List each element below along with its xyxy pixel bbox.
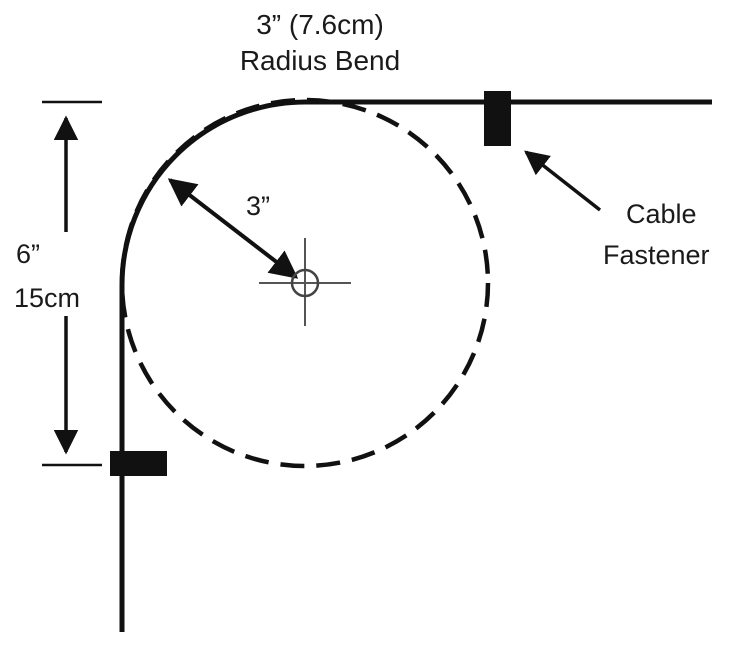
center-crosshair-icon — [259, 238, 351, 326]
cable-fastener-top — [484, 91, 511, 146]
fastener-label-line1: Cable — [626, 199, 697, 229]
radius-label: 3” — [246, 191, 271, 221]
height-label-inches: 6” — [16, 239, 41, 269]
cable-line — [119, 99, 712, 632]
fastener-label-line2: Fastener — [603, 240, 710, 270]
bend-title-line2: Radius Bend — [239, 45, 401, 76]
height-label-cm: 15cm — [14, 283, 81, 313]
fastener-pointer-arrow — [524, 150, 602, 212]
radius-arrow — [167, 178, 299, 279]
cable-fastener-left — [110, 451, 167, 476]
bend-title-line1: 3” (7.6cm) — [256, 9, 384, 40]
dashed-bend-circle — [119, 97, 491, 469]
